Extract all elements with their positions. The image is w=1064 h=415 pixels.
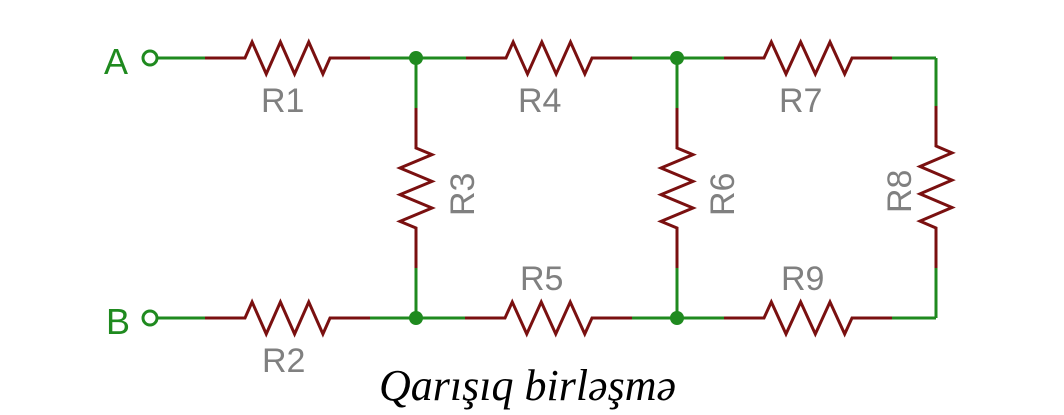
terminal-b-circle bbox=[141, 309, 159, 327]
resistor-r5 bbox=[465, 298, 632, 338]
junction-bottom-1 bbox=[409, 311, 423, 325]
resistor-r9 bbox=[724, 298, 892, 338]
terminal-a-circle bbox=[141, 49, 159, 67]
junction-top-1 bbox=[409, 51, 423, 65]
terminal-a-label: A bbox=[104, 41, 128, 82]
diagram-caption: Qarışıq birləşmə bbox=[379, 361, 676, 410]
junction-bottom-2 bbox=[670, 311, 684, 325]
resistor-r3 bbox=[396, 108, 436, 268]
label-r9: R9 bbox=[781, 260, 824, 298]
label-r3: R3 bbox=[444, 173, 482, 216]
label-r7: R7 bbox=[779, 82, 822, 120]
junction-nodes bbox=[409, 51, 684, 325]
label-r5: R5 bbox=[520, 260, 563, 298]
resistor-r4 bbox=[466, 38, 632, 78]
resistor-r7 bbox=[724, 38, 892, 78]
resistor-r6 bbox=[657, 108, 697, 268]
resistor-r8 bbox=[916, 106, 956, 268]
terminal-b-label: B bbox=[106, 301, 130, 342]
label-r4: R4 bbox=[518, 82, 561, 120]
resistors bbox=[205, 38, 956, 338]
label-r2: R2 bbox=[262, 342, 305, 380]
junction-top-2 bbox=[670, 51, 684, 65]
resistor-r1 bbox=[205, 38, 370, 78]
label-r8: R8 bbox=[881, 170, 919, 213]
label-r6: R6 bbox=[704, 173, 742, 216]
resistor-r2 bbox=[205, 298, 370, 338]
label-r1: R1 bbox=[261, 82, 304, 120]
